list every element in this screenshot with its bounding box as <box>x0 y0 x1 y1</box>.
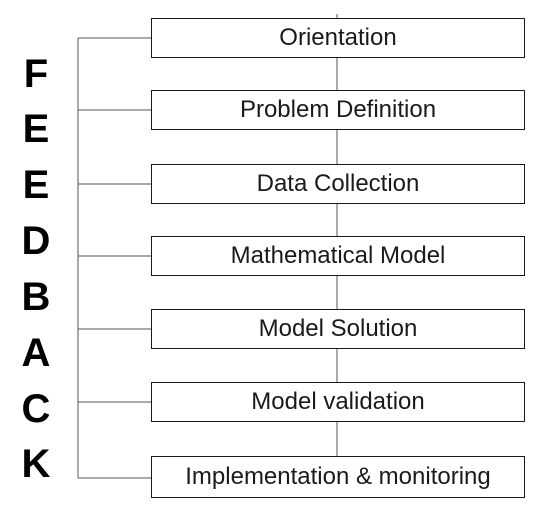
feedback-letter: K <box>21 442 51 486</box>
step-data-collection: Data Collection <box>151 164 525 204</box>
step-mathematical-model: Mathematical Model <box>151 236 525 276</box>
feedback-letter: B <box>21 275 51 319</box>
feedback-letter: D <box>21 219 51 263</box>
step-implementation-monitoring: Implementation & monitoring <box>151 456 525 498</box>
feedback-letter: C <box>21 387 51 431</box>
feedback-letter: E <box>22 163 50 207</box>
step-problem-definition: Problem Definition <box>151 90 525 130</box>
step-model-solution: Model Solution <box>151 309 525 349</box>
feedback-letter: F <box>23 52 49 96</box>
step-model-validation: Model validation <box>151 382 525 422</box>
feedback-letter: A <box>21 331 51 375</box>
feedback-letter: E <box>22 107 50 151</box>
step-orientation: Orientation <box>151 18 525 58</box>
